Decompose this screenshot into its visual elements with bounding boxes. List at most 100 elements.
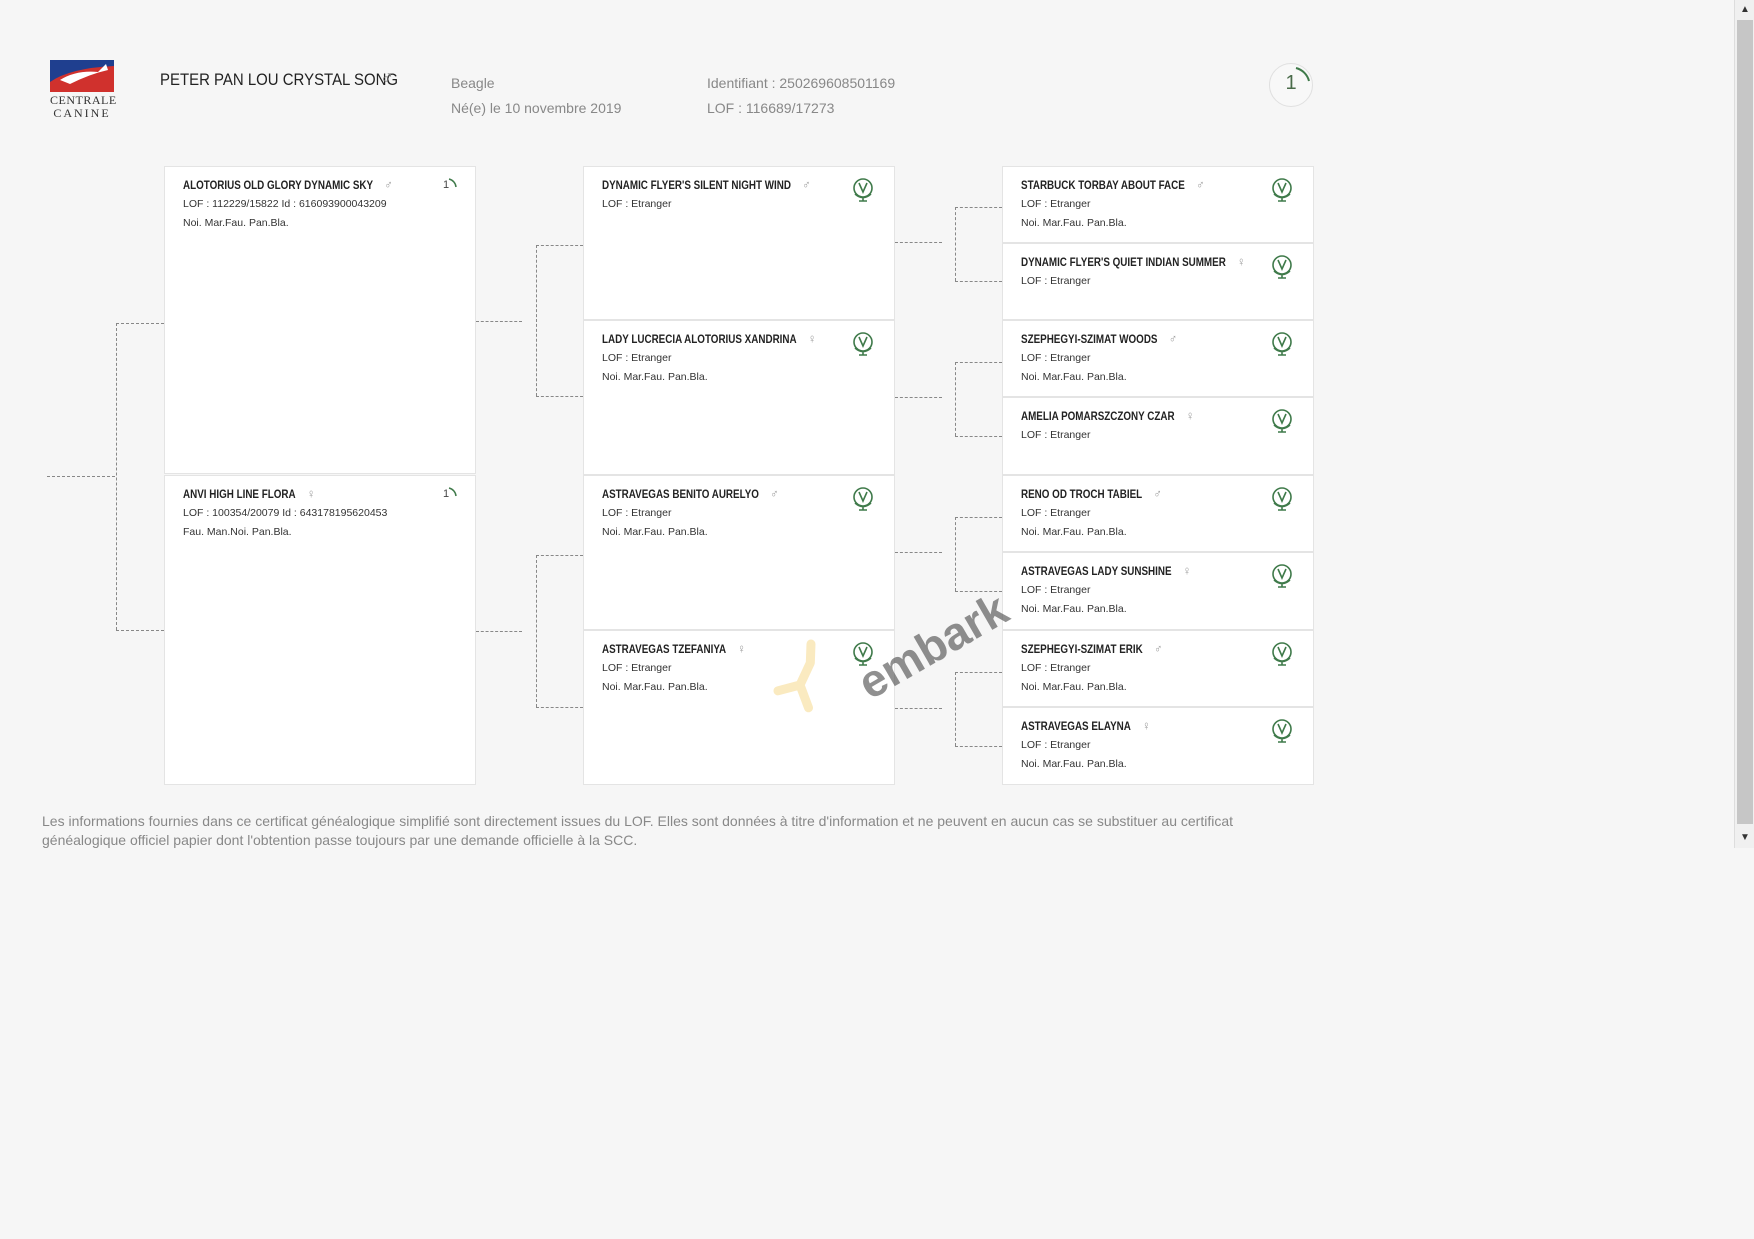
- connector: [955, 591, 1002, 592]
- male-sex-icon: ♂: [1168, 331, 1177, 346]
- connector: [116, 323, 164, 324]
- female-sex-icon: ♀: [307, 486, 316, 501]
- male-sex-icon: ♂: [1196, 177, 1205, 192]
- foreign-globe-icon[interactable]: [850, 641, 876, 667]
- lof-line: LOF : Etranger: [1021, 662, 1091, 674]
- scrollbar-thumb[interactable]: [1737, 20, 1753, 824]
- foreign-globe-icon[interactable]: [850, 486, 876, 512]
- logo-flag-icon: [50, 60, 114, 92]
- pedigree-card-gen3[interactable]: ASTRAVEGAS ELAYNA♀ LOF : Etranger Noi. M…: [1002, 707, 1314, 785]
- scroll-down-icon[interactable]: ▼: [1740, 832, 1750, 843]
- lof-line: LOF : Etranger: [602, 198, 672, 210]
- ancestor-name: DYNAMIC FLYER'S SILENT NIGHT WIND♂: [602, 177, 811, 192]
- lof-line: LOF : Etranger: [1021, 507, 1091, 519]
- connector: [955, 362, 1002, 363]
- pedigree-card-dam[interactable]: ANVI HIGH LINE FLORA♀ 1 LOF : 100354/200…: [164, 475, 476, 785]
- pedigree-card-gen2[interactable]: DYNAMIC FLYER'S SILENT NIGHT WIND♂ LOF :…: [583, 166, 895, 320]
- foreign-globe-icon[interactable]: [850, 331, 876, 357]
- pedigree-card-gen2[interactable]: ASTRAVEGAS TZEFANIYA♀ LOF : Etranger Noi…: [583, 630, 895, 785]
- ancestor-name: ASTRAVEGAS LADY SUNSHINE♀: [1021, 563, 1192, 578]
- lof-line: LOF : Etranger: [1021, 584, 1091, 596]
- connector: [895, 708, 942, 709]
- foreign-globe-icon[interactable]: [1269, 641, 1295, 667]
- ancestor-name: SZEPHEGYI-SZIMAT ERIK♂: [1021, 641, 1163, 656]
- ancestor-name: LADY LUCRECIA ALOTORIUS XANDRINA♀: [602, 331, 817, 346]
- ancestor-name: DYNAMIC FLYER'S QUIET INDIAN SUMMER♀: [1021, 254, 1246, 269]
- pedigree-card-gen3[interactable]: SZEPHEGYI-SZIMAT WOODS♂ LOF : Etranger N…: [1002, 320, 1314, 397]
- connector: [895, 552, 942, 553]
- generation-badge[interactable]: 1: [1269, 63, 1313, 107]
- ancestor-name: ASTRAVEGAS TZEFANIYA♀: [602, 641, 746, 656]
- ancestor-name: RENO OD TROCH TABIEL♂: [1021, 486, 1162, 501]
- connector: [536, 707, 583, 708]
- connector: [955, 436, 1002, 437]
- pedigree-card-gen3[interactable]: AMELIA POMARSZCZONY CZAR♀ LOF : Etranger: [1002, 397, 1314, 475]
- lof-number: LOF : 116689/17273: [707, 100, 835, 116]
- pedigree-card-gen2[interactable]: LADY LUCRECIA ALOTORIUS XANDRINA♀ LOF : …: [583, 320, 895, 475]
- foreign-globe-icon[interactable]: [1269, 331, 1295, 357]
- ancestor-name: STARBUCK TORBAY ABOUT FACE♂: [1021, 177, 1205, 192]
- male-sex-icon: ♂: [1154, 641, 1163, 656]
- color-line: Noi. Mar.Fau. Pan.Bla.: [1021, 603, 1127, 615]
- logo-text-centrale: CENTRALE: [50, 93, 117, 107]
- vertical-scrollbar[interactable]: ▲ ▼: [1734, 0, 1754, 848]
- badge-arc-icon: [448, 178, 457, 188]
- pedigree-card-gen3[interactable]: SZEPHEGYI-SZIMAT ERIK♂ LOF : Etranger No…: [1002, 630, 1314, 707]
- female-sex-icon: ♀: [1183, 563, 1192, 578]
- generation-badge[interactable]: 1: [437, 486, 457, 506]
- foreign-globe-icon[interactable]: [1269, 486, 1295, 512]
- connector: [536, 245, 537, 396]
- connector: [955, 672, 1002, 673]
- male-sex-icon: ♂: [380, 68, 395, 89]
- color-line: Noi. Mar.Fau. Pan.Bla.: [602, 371, 708, 383]
- connector: [895, 397, 942, 398]
- color-line: Noi. Mar.Fau. Pan.Bla.: [1021, 371, 1127, 383]
- connector: [47, 476, 115, 477]
- connector: [955, 517, 956, 591]
- lof-line: LOF : Etranger: [1021, 198, 1091, 210]
- identifier: Identifiant : 250269608501169: [707, 75, 896, 91]
- scroll-up-icon[interactable]: ▲: [1740, 4, 1750, 15]
- foreign-globe-icon[interactable]: [1269, 408, 1295, 434]
- color-line: Noi. Mar.Fau. Pan.Bla.: [1021, 681, 1127, 693]
- color-line: Noi. Mar.Fau. Pan.Bla.: [183, 217, 289, 229]
- female-sex-icon: ♀: [808, 331, 817, 346]
- foreign-globe-icon[interactable]: [1269, 254, 1295, 280]
- connector: [536, 555, 583, 556]
- badge-arc-icon: [448, 487, 457, 497]
- ancestor-name: ANVI HIGH LINE FLORA♀: [183, 486, 316, 501]
- connector: [955, 672, 956, 746]
- pedigree-card-gen3[interactable]: RENO OD TROCH TABIEL♂ LOF : Etranger Noi…: [1002, 475, 1314, 552]
- pedigree-card-gen2[interactable]: ASTRAVEGAS BENITO AURELYO♂ LOF : Etrange…: [583, 475, 895, 630]
- pedigree-card-gen3[interactable]: ASTRAVEGAS LADY SUNSHINE♀ LOF : Etranger…: [1002, 552, 1314, 630]
- connector: [955, 281, 1002, 282]
- foreign-globe-icon[interactable]: [1269, 563, 1295, 589]
- male-sex-icon: ♂: [1153, 486, 1162, 501]
- connector: [536, 555, 537, 707]
- foreign-globe-icon[interactable]: [850, 177, 876, 203]
- lof-line: LOF : 112229/15822 Id : 616093900043209: [183, 198, 387, 210]
- centrale-canine-logo: CENTRALE CANINE: [50, 60, 117, 122]
- ancestor-name: ALOTORIUS OLD GLORY DYNAMIC SKY♂: [183, 177, 393, 192]
- color-line: Fau. Man.Noi. Pan.Bla.: [183, 526, 292, 538]
- pedigree-card-gen3[interactable]: STARBUCK TORBAY ABOUT FACE♂ LOF : Etrang…: [1002, 166, 1314, 243]
- male-sex-icon: ♂: [770, 486, 779, 501]
- lof-line: LOF : Etranger: [602, 662, 672, 674]
- foreign-globe-icon[interactable]: [1269, 177, 1295, 203]
- connector: [955, 362, 956, 436]
- foreign-globe-icon[interactable]: [1269, 718, 1295, 744]
- female-sex-icon: ♀: [1237, 254, 1246, 269]
- ancestor-name: SZEPHEGYI-SZIMAT WOODS♂: [1021, 331, 1177, 346]
- generation-badge[interactable]: 1: [437, 177, 457, 197]
- female-sex-icon: ♀: [1142, 718, 1151, 733]
- disclaimer-text: Les informations fournies dans ce certif…: [42, 813, 1233, 848]
- pedigree-card-sire[interactable]: ALOTORIUS OLD GLORY DYNAMIC SKY♂ 1 LOF :…: [164, 166, 476, 474]
- birth-date: Né(e) le 10 novembre 2019: [451, 100, 622, 116]
- female-sex-icon: ♀: [1186, 408, 1195, 423]
- lof-line: LOF : Etranger: [1021, 352, 1091, 364]
- color-line: Noi. Mar.Fau. Pan.Bla.: [1021, 217, 1127, 229]
- female-sex-icon: ♀: [737, 641, 746, 656]
- pedigree-card-gen3[interactable]: DYNAMIC FLYER'S QUIET INDIAN SUMMER♀ LOF…: [1002, 243, 1314, 320]
- lof-line: LOF : Etranger: [602, 507, 672, 519]
- color-line: Noi. Mar.Fau. Pan.Bla.: [1021, 758, 1127, 770]
